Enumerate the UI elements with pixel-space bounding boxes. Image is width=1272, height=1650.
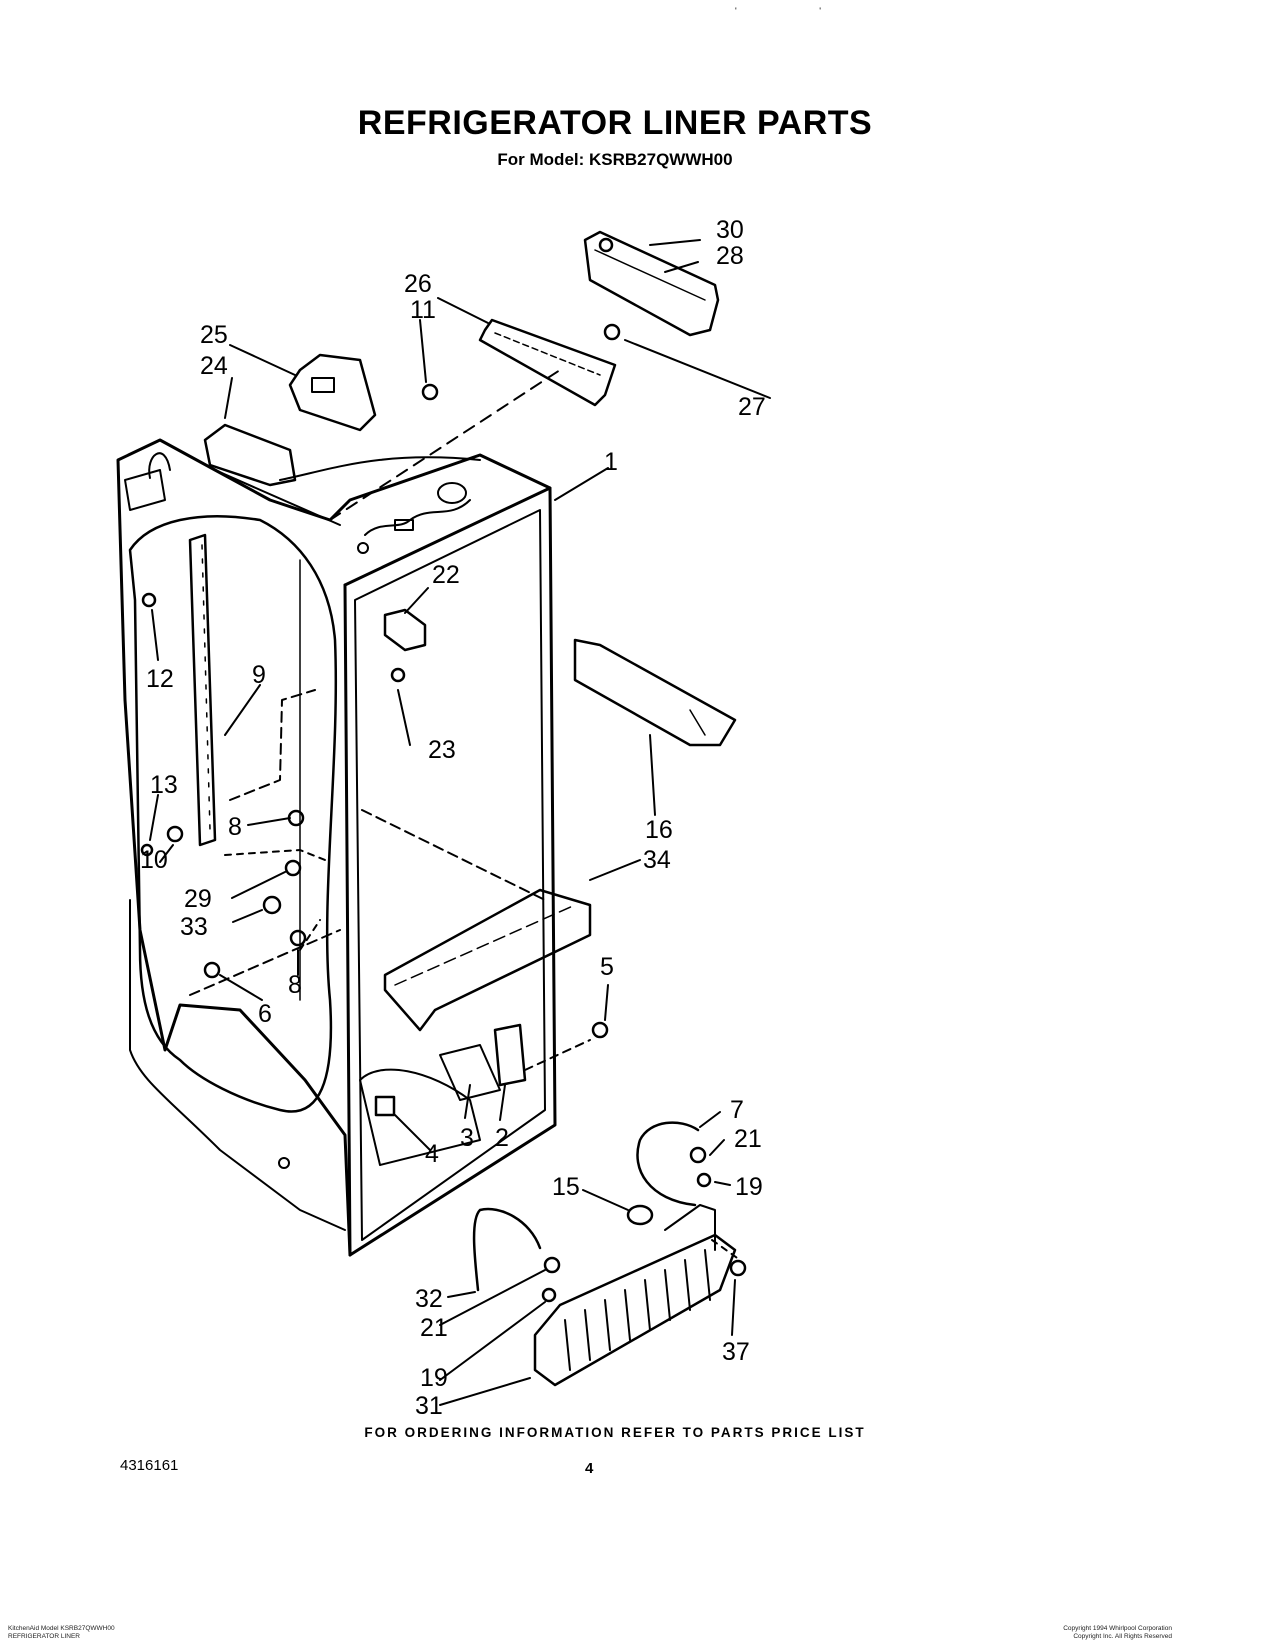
callout-29: 29 <box>184 885 212 913</box>
callout-22: 22 <box>432 561 460 589</box>
callout-31: 31 <box>415 1392 443 1420</box>
liner-cabinet <box>116 438 557 1257</box>
page-number: 4 <box>585 1460 594 1477</box>
callout-8b: 8 <box>288 971 302 999</box>
callout-25: 25 <box>200 321 228 349</box>
callout-28: 28 <box>716 242 744 270</box>
callout-5: 5 <box>600 953 614 981</box>
document-number: 4316161 <box>120 1457 179 1474</box>
callout-24: 24 <box>200 352 228 380</box>
bracket-22 <box>383 608 427 652</box>
footer-right: Copyright 1994 Whirlpool Corporation Cop… <box>1063 1625 1172 1641</box>
callout-21b: 21 <box>420 1314 448 1342</box>
callout-3: 3 <box>460 1124 474 1152</box>
footer-right-line-1: Copyright 1994 Whirlpool Corporation <box>1063 1625 1172 1632</box>
callout-33: 33 <box>180 913 208 941</box>
callout-37: 37 <box>722 1338 750 1366</box>
callout-13: 13 <box>150 771 178 799</box>
callout-19a: 19 <box>735 1173 763 1201</box>
callout-23: 23 <box>428 736 456 764</box>
ordering-note: FOR ORDERING INFORMATION REFER TO PARTS … <box>364 1425 866 1440</box>
callout-16: 16 <box>645 816 673 844</box>
callout-7: 7 <box>730 1096 744 1124</box>
callout-26: 26 <box>404 270 432 298</box>
tube-32 <box>472 1207 542 1292</box>
callout-19b: 19 <box>420 1364 448 1392</box>
callout-27: 27 <box>738 393 766 421</box>
top-bracket <box>583 230 720 337</box>
footer-right-line-2: Copyright Inc. All Rights Reserved <box>1073 1633 1172 1640</box>
callout-30: 30 <box>716 216 744 244</box>
evaporator-cover <box>533 1204 737 1387</box>
callout-12: 12 <box>146 665 174 693</box>
footer-left-line-1: KitchenAid Model KSRB27QWWH00 <box>8 1625 115 1632</box>
model-subtitle: For Model: KSRB27QWWH00 <box>497 150 733 169</box>
callout-32: 32 <box>415 1285 443 1313</box>
crisper-support <box>383 888 592 1032</box>
shelf-ladder <box>188 533 217 847</box>
callout-15: 15 <box>552 1173 580 1201</box>
scan-marks: ' ' <box>735 6 861 16</box>
callout-34: 34 <box>643 846 671 874</box>
callout-2: 2 <box>495 1124 509 1152</box>
callout-10: 10 <box>140 846 168 874</box>
callout-9: 9 <box>252 661 266 689</box>
upper-trim <box>478 318 617 407</box>
bracket-4 <box>374 1095 396 1117</box>
callout-1: 1 <box>604 448 618 476</box>
footer-left-line-2: REFRIGERATOR LINER <box>8 1633 80 1640</box>
footer-left: KitchenAid Model KSRB27QWWH00 REFRIGERAT… <box>8 1625 115 1641</box>
bracket-2 <box>493 1023 527 1087</box>
callout-4: 4 <box>425 1140 439 1168</box>
page-title: REFRIGERATOR LINER PARTS <box>357 104 873 142</box>
callout-8a: 8 <box>228 813 242 841</box>
control-housing <box>203 423 297 487</box>
callout-6: 6 <box>258 1000 272 1028</box>
callout-11: 11 <box>410 296 436 324</box>
side-cover <box>573 638 737 747</box>
callout-21a: 21 <box>734 1125 762 1153</box>
tube-7 <box>636 1121 700 1207</box>
